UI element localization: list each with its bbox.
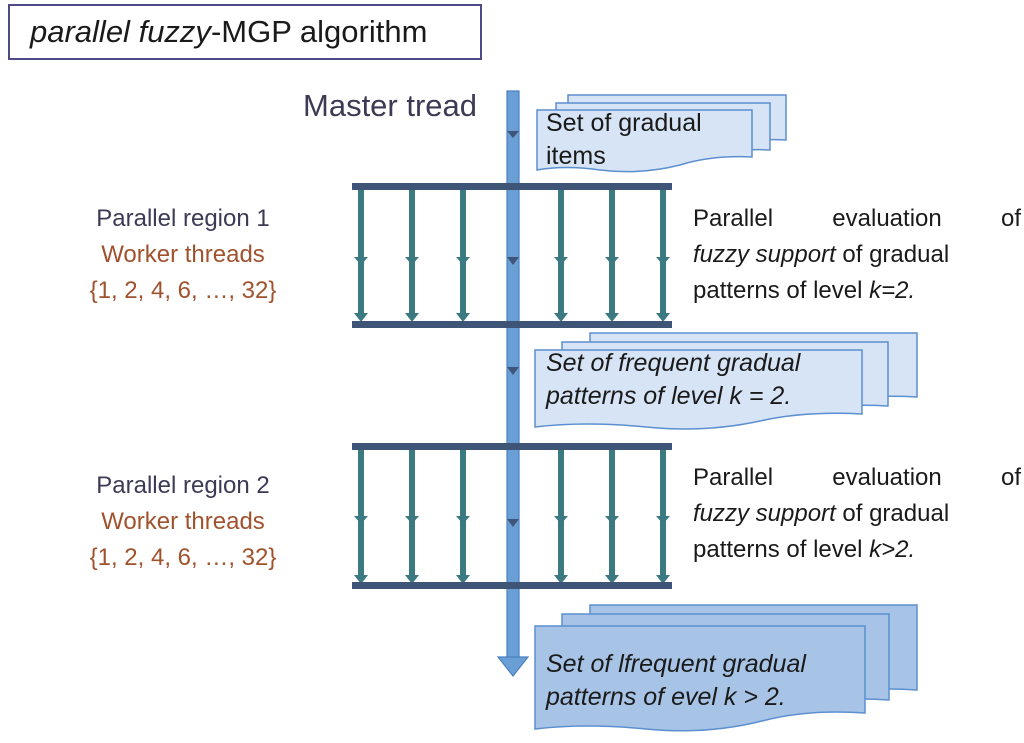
eval-word: of <box>1000 205 1021 232</box>
doc-text-line: items <box>546 142 606 170</box>
eval-suffix: >2. <box>881 536 916 563</box>
eval-line-3: patterns of level k=2. <box>693 273 1021 309</box>
doc-text-line: Set of frequent gradual <box>546 349 801 377</box>
region-name: Parallel region 1 <box>96 205 270 232</box>
master-thread-arrow <box>496 90 530 677</box>
doc-text-frequent-k-gt-2: Set of lfrequent gradual patterns of eve… <box>546 648 806 714</box>
title-italic-parallel: parallel <box>30 14 130 49</box>
region-name: Parallel region 2 <box>96 472 270 499</box>
document-stack-frequent-patterns-k2 <box>534 332 918 430</box>
evaluation-text-region-2: Parallel evaluation of fuzzy support of … <box>693 460 1021 568</box>
eval-k: k <box>869 536 882 563</box>
title-rest: -MGP algorithm <box>210 14 428 49</box>
parallel-region-2-label: Parallel region 2 Worker threads {1, 2, … <box>33 468 333 576</box>
eval-prefix: patterns of level <box>693 277 870 304</box>
worker-threads-label: Worker threads <box>101 508 265 535</box>
eval-k: k <box>869 277 882 304</box>
eval-italic: fuzzy support <box>693 500 836 527</box>
eval-line-3: patterns of level k>2. <box>693 532 1021 568</box>
eval-line-2: fuzzy support of gradual <box>693 237 1021 273</box>
document-stack-frequent-patterns-k-gt-2 <box>534 604 918 732</box>
parallel-bars <box>352 183 672 589</box>
worker-lines-region-2 <box>354 449 670 584</box>
eval-rest: of gradual <box>835 500 950 527</box>
thread-counts: {1, 2, 4, 6, …, 32} <box>89 277 277 304</box>
eval-word: evaluation <box>832 205 942 232</box>
eval-prefix: patterns of level <box>693 536 870 563</box>
master-thread-label: Master tread <box>303 88 478 123</box>
doc-text-frequent-k2: Set of frequent gradual patterns of leve… <box>546 347 800 413</box>
thread-counts: {1, 2, 4, 6, …, 32} <box>89 544 277 571</box>
doc-text-line: Set of lfrequent gradual <box>546 650 806 678</box>
eval-word: Parallel <box>693 205 774 232</box>
eval-italic: fuzzy support <box>693 241 836 268</box>
eval-line-1: Parallel evaluation of <box>693 460 1021 496</box>
eval-line-1: Parallel evaluation of <box>693 201 1021 237</box>
doc-text-gradual-items: Set of gradual items <box>546 107 702 173</box>
parallel-region-1-label: Parallel region 1 Worker threads {1, 2, … <box>33 201 333 309</box>
eval-rest: of gradual <box>835 241 950 268</box>
doc-text-line: patterns of level k = 2. <box>546 382 792 410</box>
diagram-title: parallel fuzzy-MGP algorithm <box>8 4 482 60</box>
worker-lines-region-1 <box>354 188 670 322</box>
worker-threads-label: Worker threads <box>101 241 265 268</box>
evaluation-text-region-1: Parallel evaluation of fuzzy support of … <box>693 201 1021 309</box>
doc-text-line: patterns of evel k > 2. <box>546 683 786 711</box>
eval-word: evaluation <box>832 464 942 491</box>
eval-word: of <box>1000 464 1021 491</box>
eval-suffix: =2. <box>881 277 916 304</box>
eval-word: Parallel <box>693 464 774 491</box>
eval-line-2: fuzzy support of gradual <box>693 496 1021 532</box>
title-space <box>130 14 139 50</box>
doc-text-line: Set of gradual <box>546 109 702 137</box>
title-italic-fuzzy: fuzzy <box>138 14 211 49</box>
document-stack-set-of-gradual-items <box>536 94 787 173</box>
